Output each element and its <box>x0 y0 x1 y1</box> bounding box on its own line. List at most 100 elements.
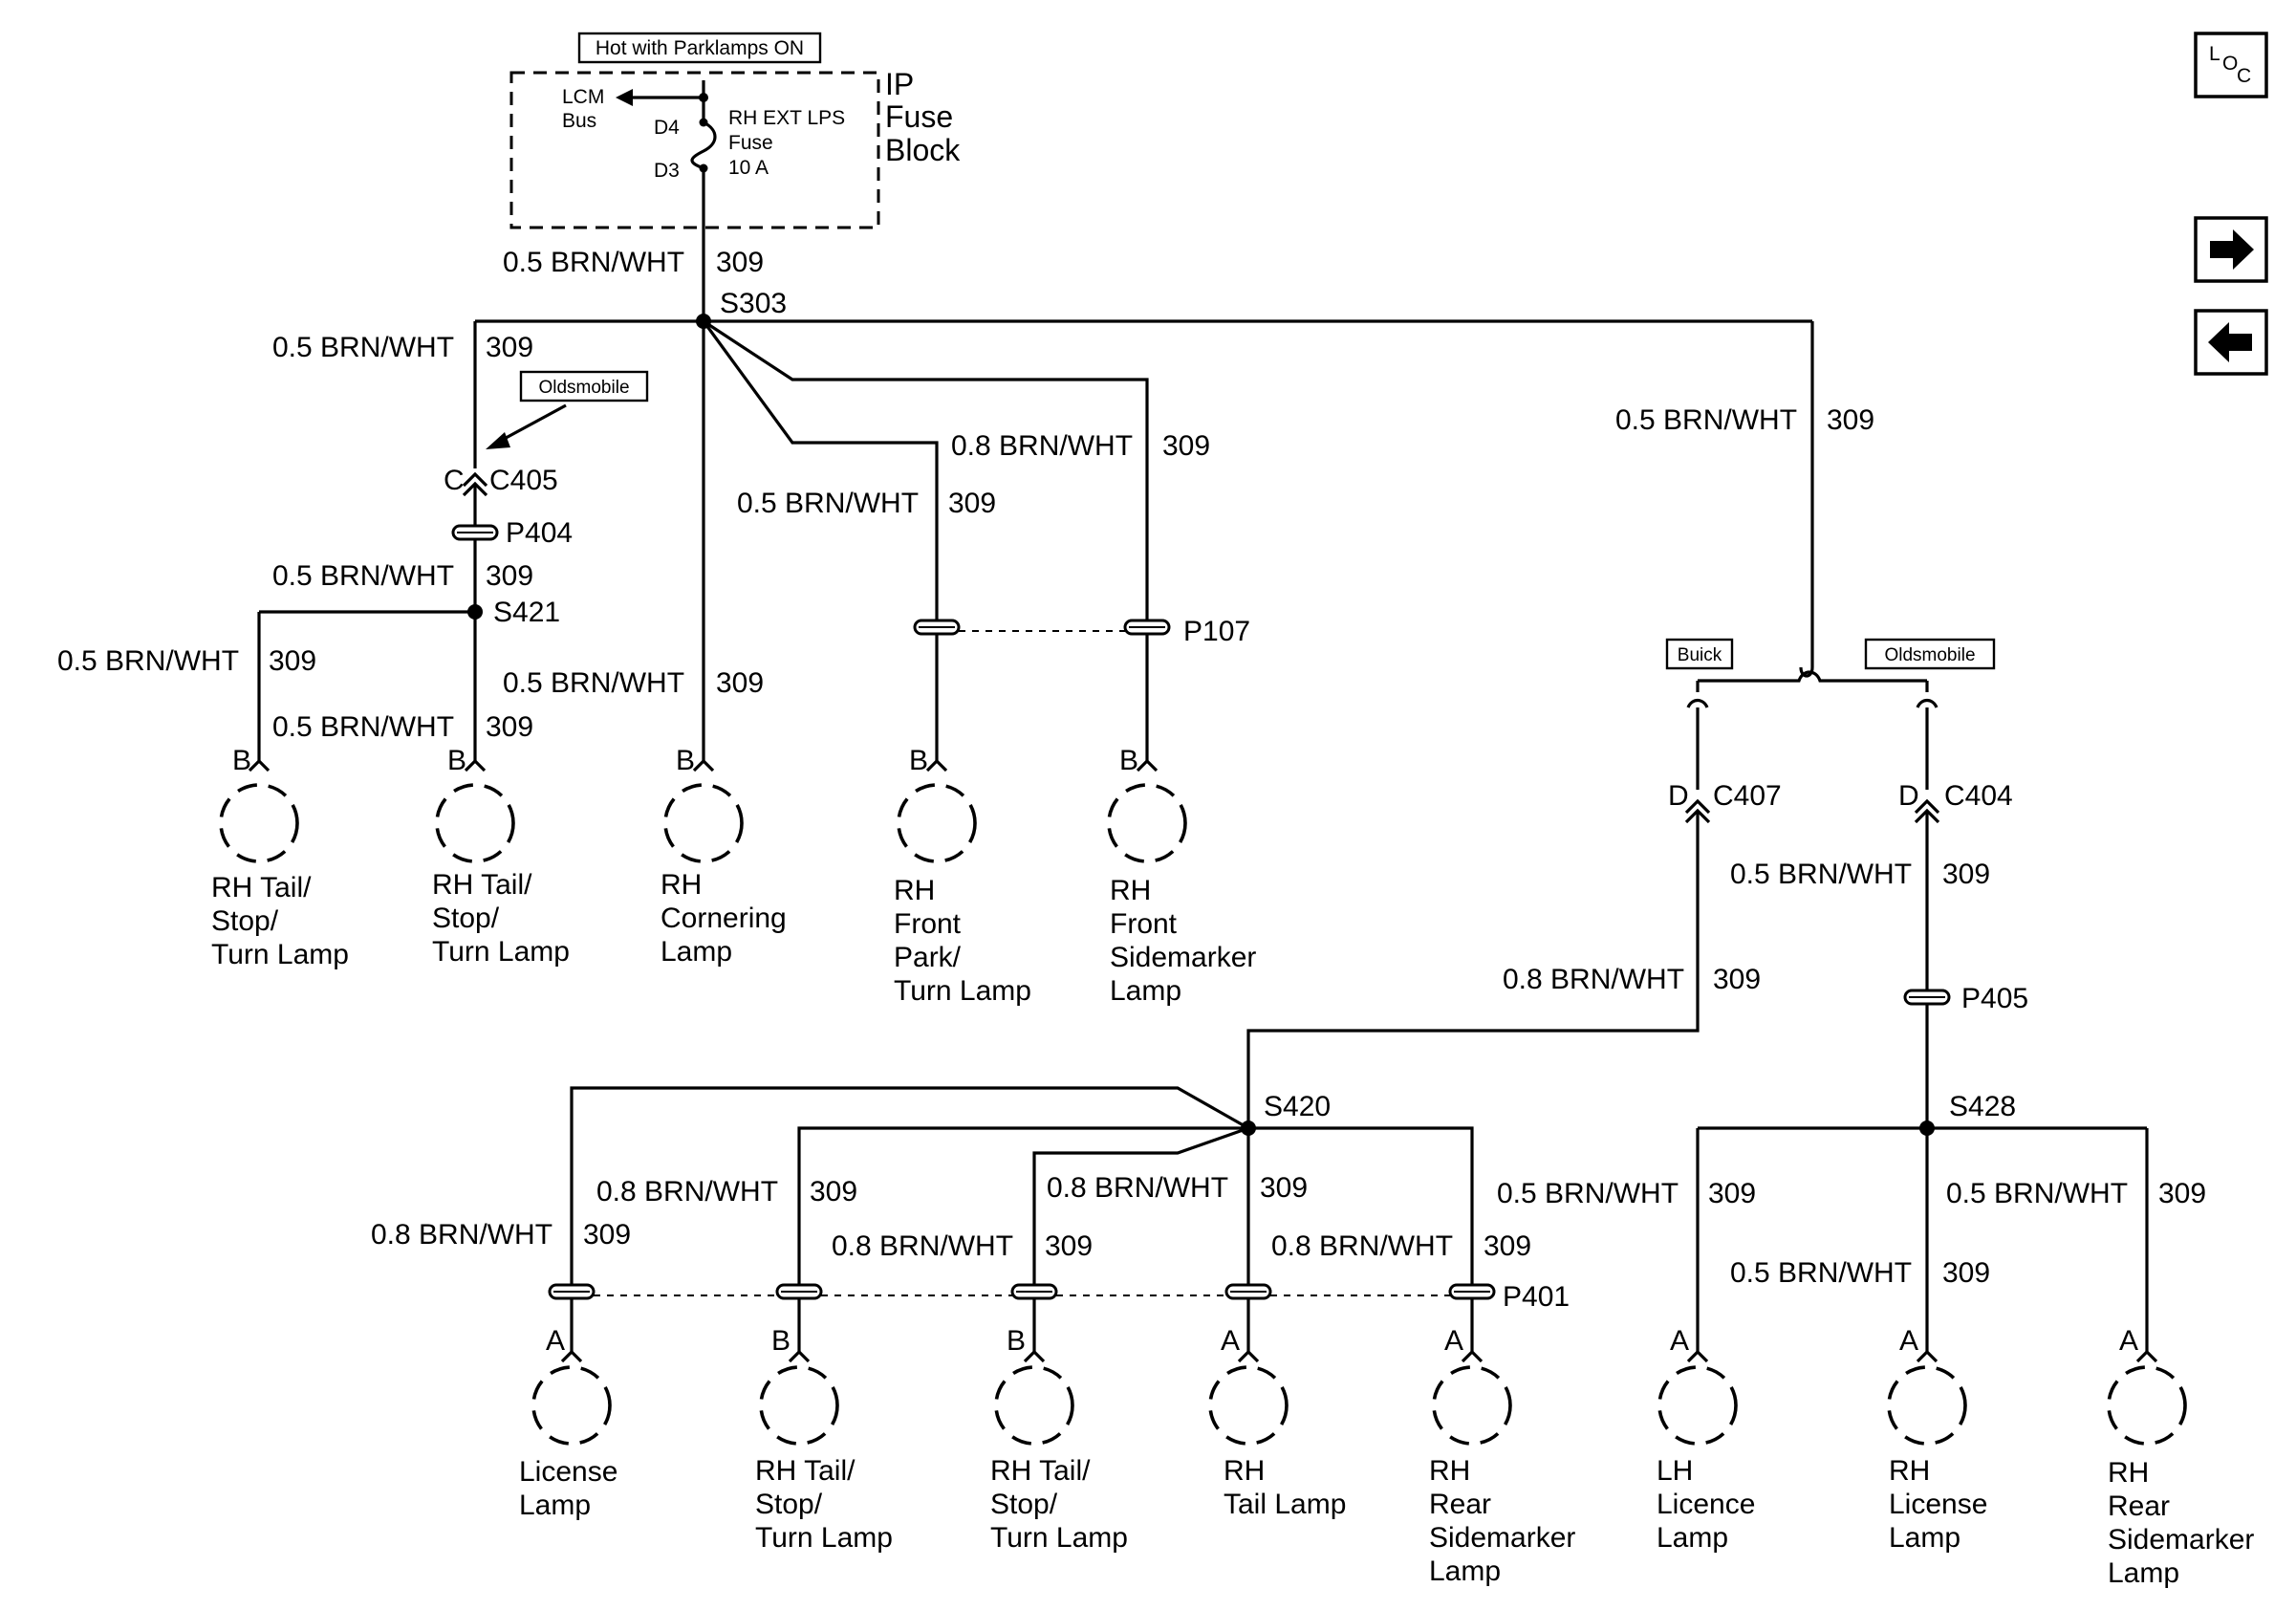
lamp-label: Turn Lamp <box>894 975 1031 1007</box>
s428-group: S428 0.5 BRN/WHT 309 0.5 BRN/WHT 309 0.5… <box>1497 1091 2206 1352</box>
lamp-label: Lamp <box>519 1490 591 1521</box>
wire-c407-to-s420 <box>1246 811 1700 1128</box>
fuse-block: Hot with Parklamps ON IP Fuse Block LCM … <box>509 32 961 229</box>
wire-tail2 <box>1032 1126 1249 1295</box>
wire-circuit-r-license: 309 <box>583 1219 631 1251</box>
connector-c404-pin: D <box>1898 780 1919 812</box>
lamp-label: Sidemarker <box>2108 1524 2254 1556</box>
wire-tail1 <box>797 1126 1248 1295</box>
wire-circuit-rh-side2: 309 <box>2158 1178 2206 1209</box>
lamp-rh-cornering <box>663 783 744 863</box>
lamp-rh-license <box>1887 1365 1967 1446</box>
lamp-label: Lamp <box>1657 1522 1728 1554</box>
oldsmobile-tag-left <box>519 370 649 402</box>
lamp-label: Lamp <box>1889 1522 1960 1554</box>
fuse-label-1: RH EXT LPS <box>728 107 845 129</box>
connector-c404-label: C404 <box>1944 780 2013 812</box>
lamp-pin: A <box>2119 1325 2138 1357</box>
wire-front-park <box>702 320 939 761</box>
loc-button[interactable]: L O C <box>2194 32 2268 98</box>
fuse-block-outline <box>509 71 880 229</box>
fuse-label-3: 10 A <box>728 157 769 179</box>
lamp-pin: B <box>232 745 251 776</box>
wire-size-r-license: 0.8 BRN/WHT <box>371 1219 552 1251</box>
loc-c: C <box>2237 65 2251 87</box>
connector-p401-label: P401 <box>1503 1281 1570 1313</box>
lamp-rh-rear-sidemarker-2 <box>2107 1365 2187 1446</box>
wire-size-rh-side2: 0.5 BRN/WHT <box>1946 1178 2128 1209</box>
wire-size-sidemarker: 0.8 BRN/WHT <box>951 430 1133 462</box>
fuse-element <box>690 98 717 210</box>
wire-front-sidemarker <box>703 319 1149 761</box>
lamp-license <box>531 1365 612 1446</box>
lamp-label: Lamp <box>1429 1556 1501 1587</box>
lamp-rh-front-park-turn <box>897 783 977 863</box>
oldsmobile-tag-left-text: Oldsmobile <box>538 378 629 398</box>
lamp-pin: A <box>1221 1325 1240 1357</box>
connector-c407-pin: D <box>1668 780 1689 812</box>
arrow-left-icon <box>2208 322 2252 362</box>
wire-size-r-tail2: 0.8 BRN/WHT <box>832 1230 1013 1262</box>
lamp-label: Sidemarker <box>1110 942 1256 973</box>
branch-buick-hook <box>1686 698 1709 708</box>
lamp-pin: B <box>771 1325 791 1357</box>
lamp-label: RH <box>1429 1455 1470 1487</box>
fuse-block-name-3: Block <box>885 133 961 167</box>
fuse-block-name-2: Fuse <box>885 99 953 134</box>
wire-circuit-park: 309 <box>948 488 996 519</box>
condition-text: Hot with Parklamps ON <box>596 37 804 59</box>
lamp-label: Cornering <box>661 903 787 934</box>
splice-s420-label: S420 <box>1264 1091 1331 1122</box>
wire-size-left-down: 0.5 BRN/WHT <box>272 332 454 363</box>
wire-size-c404: 0.5 BRN/WHT <box>1730 859 1912 890</box>
oldsmobile-tag-right <box>1864 638 1996 670</box>
branch-olds-hook <box>1916 698 1939 708</box>
lower-lamps: A License Lamp B RH Tail/ Stop/ Turn Lam… <box>519 1325 2254 1589</box>
lamp-label: Sidemarker <box>1429 1522 1575 1554</box>
lamp-label: Turn Lamp <box>990 1522 1128 1554</box>
lamp-label: Tail Lamp <box>1224 1489 1346 1520</box>
wire-circuit-c404: 309 <box>1942 859 1990 890</box>
wire-circuit-left-down: 309 <box>486 332 533 363</box>
buick-tag-text: Buick <box>1678 645 1722 665</box>
wire-size-cornering: 0.5 BRN/WHT <box>503 667 684 699</box>
arrow-icon <box>486 432 510 449</box>
wire-circuit-fuse-out: 309 <box>716 247 764 278</box>
connector-c405-label: C405 <box>489 465 558 496</box>
lamp-label: Turn Lamp <box>755 1522 893 1554</box>
lamp-rh-tail-stop-turn-2 <box>435 783 515 863</box>
wire-circuit-cornering: 309 <box>716 667 764 699</box>
wire-side <box>1248 1126 1474 1295</box>
lamp-label: License <box>519 1456 617 1488</box>
lamp-pin: B <box>676 745 695 776</box>
lamp-label: Front <box>894 908 962 940</box>
connector-p404-label: P404 <box>506 517 573 549</box>
next-page-button[interactable] <box>2194 216 2268 283</box>
splice-s303-label: S303 <box>720 288 787 319</box>
lamp-label: RH <box>1224 1455 1265 1487</box>
wire-size-tail1: 0.5 BRN/WHT <box>57 645 239 677</box>
lamp-label: Lamp <box>2108 1557 2179 1589</box>
lamp-label: Turn Lamp <box>211 939 349 970</box>
lamp-label: Lamp <box>1110 975 1181 1007</box>
lamp-rh-tail-stop-turn-1 <box>219 783 299 863</box>
lamp-pin: A <box>1444 1325 1463 1357</box>
upper-wiring: 0.5 BRN/WHT 309 S303 0.5 BRN/WHT 309 0.5… <box>57 210 1874 761</box>
lamp-rh-rear-sidemarker-1 <box>1432 1365 1512 1446</box>
prev-page-button[interactable] <box>2194 309 2268 376</box>
wire-size-fuse-out: 0.5 BRN/WHT <box>503 247 684 278</box>
loc-l: L <box>2209 43 2220 65</box>
lamp-label: Turn Lamp <box>432 936 570 968</box>
arrow-left-icon <box>616 89 633 106</box>
wire-s428-branches <box>1696 1126 2149 1352</box>
loc-o: O <box>2222 53 2238 75</box>
lamp-lh-licence <box>1657 1365 1738 1446</box>
lamp-pin: B <box>1119 745 1138 776</box>
wire-size-tail2: 0.5 BRN/WHT <box>272 711 454 743</box>
fuse-terminal-d4 <box>699 118 708 127</box>
lamp-label: Stop/ <box>755 1489 823 1520</box>
lamp-pin: A <box>546 1325 565 1357</box>
buick-tag <box>1665 638 1734 670</box>
wire-size-r-tail: 0.8 BRN/WHT <box>1047 1172 1228 1204</box>
